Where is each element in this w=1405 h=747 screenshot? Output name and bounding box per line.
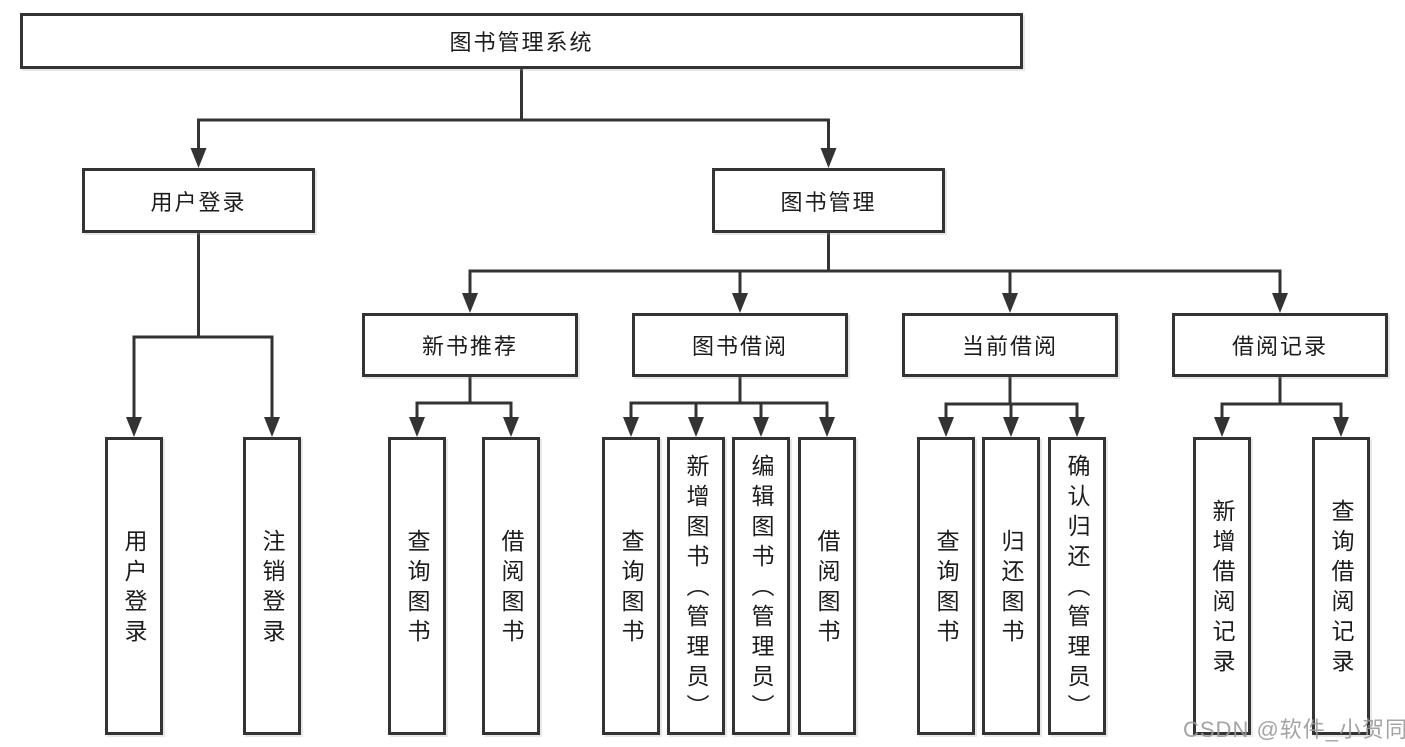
leaf-query-book-recommend-label: 查询图书 (404, 529, 430, 649)
node-current-borrow-label: 当前借阅 (961, 334, 1058, 359)
leaf-return-book-label: 归还图书 (998, 529, 1024, 649)
leaf-edit-book-admin-label: 编辑图书（管理员） (748, 454, 774, 724)
node-book-borrow: 图书借阅 (632, 313, 848, 377)
node-root: 图书管理系统 (20, 13, 1023, 69)
leaf-query-book-current: 查询图书 (917, 437, 975, 735)
leaf-query-book-borrow-label: 查询图书 (618, 529, 644, 649)
leaf-confirm-return-admin-label: 确认归还（管理员） (1064, 454, 1090, 724)
leaf-borrow-book-recommend: 借阅图书 (482, 437, 540, 735)
leaf-query-borrow-record-label: 查询借阅记录 (1328, 499, 1354, 679)
leaf-add-borrow-record: 新增借阅记录 (1193, 437, 1251, 735)
leaf-borrow-book: 借阅图书 (798, 437, 856, 735)
leaf-borrow-book-recommend-label: 借阅图书 (498, 529, 524, 649)
node-user-login: 用户登录 (82, 168, 315, 233)
leaf-return-book: 归还图书 (982, 437, 1040, 735)
leaf-confirm-return-admin: 确认归还（管理员） (1048, 437, 1106, 735)
node-book-management: 图书管理 (712, 168, 945, 233)
node-borrow-record: 借阅记录 (1172, 313, 1388, 377)
leaf-edit-book-admin: 编辑图书（管理员） (732, 437, 790, 735)
leaf-add-book-admin-label: 新增图书（管理员） (683, 454, 709, 724)
node-borrow-record-label: 借阅记录 (1231, 334, 1328, 359)
leaf-query-book-borrow: 查询图书 (602, 437, 660, 735)
node-current-borrow: 当前借阅 (902, 313, 1118, 377)
node-book-borrow-label: 图书借阅 (691, 334, 788, 359)
node-root-label: 图书管理系统 (449, 30, 594, 55)
node-new-book-recommend-label: 新书推荐 (421, 334, 518, 359)
leaf-borrow-book-label: 借阅图书 (814, 529, 840, 649)
node-new-book-recommend: 新书推荐 (362, 313, 578, 377)
leaf-query-borrow-record: 查询借阅记录 (1312, 437, 1370, 735)
leaf-query-book-recommend: 查询图书 (388, 437, 446, 735)
watermark-text: CSDN @软件_小贺同学 (1183, 717, 1405, 742)
leaf-query-book-current-label: 查询图书 (933, 529, 959, 649)
leaf-logout: 注销登录 (243, 437, 301, 735)
leaf-user-login: 用户登录 (105, 437, 163, 735)
node-user-login-label: 用户登录 (150, 189, 247, 215)
leaf-user-login-label: 用户登录 (121, 529, 147, 649)
leaf-add-borrow-record-label: 新增借阅记录 (1209, 499, 1235, 679)
leaf-add-book-admin: 新增图书（管理员） (667, 437, 725, 735)
node-book-management-label: 图书管理 (780, 189, 877, 215)
leaf-logout-label: 注销登录 (259, 529, 285, 649)
